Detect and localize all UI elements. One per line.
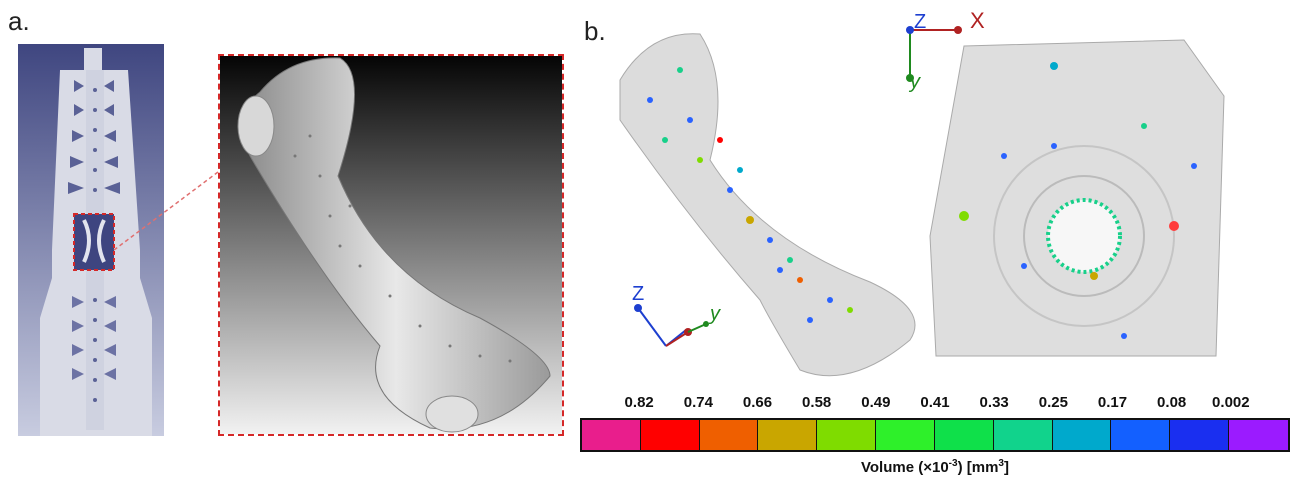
zoom-frame-small [73,213,115,271]
axis-y-label: y [908,71,921,93]
middle-ring [1023,175,1145,297]
colorbar-label-prefix: Volume (×10 [861,459,949,476]
zoomed-specimen-frame [218,54,564,436]
surface-pits [293,134,512,363]
colorbar-label-exp: -3 [948,458,958,469]
axis-z-point [906,26,914,34]
colorbar-tick-label: 0.08 [1157,394,1187,411]
colorbar-label-unit-exp: 3 [998,458,1004,469]
colorbar-label: Volume (×10-3) [mm3] [580,458,1290,476]
colorbar-tick-label: 0.17 [1097,394,1128,411]
inclined-pores [647,67,853,323]
colorbar-label-suffix: ] [1003,459,1009,476]
outer-ring [993,145,1175,327]
colorbar-tick-label: 0.41 [920,394,950,411]
specimen-pore-view-inclined [619,33,916,377]
colorbar-segment [758,420,818,450]
colorbar-tick-label: 0.33 [979,394,1009,411]
zoomed-specimen-shape [241,57,551,430]
colorbar-segment [1111,420,1171,450]
colorbar-segment [640,420,700,450]
bore-hole [1046,198,1122,274]
colorbar-label-mid: ) [mm [957,459,999,476]
colorbar-tick-label: 0.74 [683,394,713,411]
colorbar-segment [1229,420,1288,450]
colorbar-tick-label: 0.58 [802,394,832,411]
axis-y-line-bottom [687,323,707,333]
axis-z-label-bottom: Z [632,283,644,305]
axis-triad-bottom: Z y [632,283,721,347]
panel-a-label: a. [8,6,30,36]
axis-x-label: X [970,8,985,33]
specimen-cad-image [18,44,164,436]
colorbar-segment [699,420,759,450]
axis-y-label-bottom: y [708,303,721,325]
bottom-end-face [425,395,479,433]
axial-pores [959,62,1197,339]
zoomed-specimen-render [220,56,562,434]
colorbar-segment [876,420,935,450]
colorbar-segment [1170,420,1230,450]
axis-z-line [637,307,667,347]
axis-triad-top: X y Z [906,8,985,93]
axis-z-label: Z [914,11,926,33]
colorbar [580,418,1290,452]
specimen-pore-view-axial [929,39,1225,357]
top-end-face [237,95,275,157]
colorbar-tick-label: 0.25 [1038,394,1068,411]
colorbar-tick-label: 0.002 [1212,394,1250,411]
colorbar-ticks: 0.82 0.74 0.66 0.58 0.49 0.41 0.33 0.25 0.17 0.08… [580,394,1290,414]
colorbar-tick-label: 0.82 [624,394,654,411]
colorbar-segment [582,420,641,450]
panel-b-label: b. [584,16,606,46]
gauge-specimen [82,219,106,263]
lower-cutouts [72,296,116,380]
colorbar-segment [993,420,1053,450]
colorbar-segment [1052,420,1112,450]
colorbar-tick-label: 0.49 [861,394,891,411]
inclined-specimen-body [619,33,916,377]
colorbar-segment [934,420,994,450]
upper-cutouts [68,80,120,194]
gauge-recess [74,214,114,270]
colorbar-tick-label: 0.66 [742,394,773,411]
colorbar-segment [817,420,877,450]
rib-dots [93,88,97,402]
